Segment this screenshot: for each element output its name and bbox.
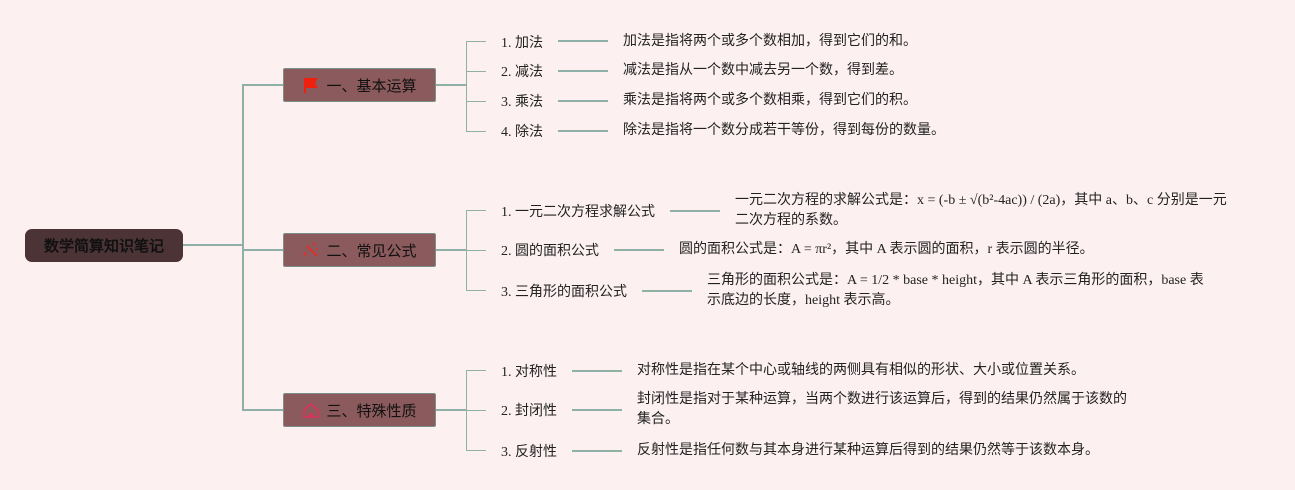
root-title: 数学简算知识笔记 — [43, 237, 164, 255]
desc-multiplication: 乘法是指将两个或多个数相乘，得到它们的积。 — [623, 93, 917, 108]
branch-title: 一、基本运算 — [326, 76, 417, 95]
house-icon — [302, 401, 320, 419]
trunk-branch-3 — [242, 409, 283, 411]
leaf-circle-area[interactable]: 2. 圆的面积公式 — [501, 244, 599, 259]
desc-division: 除法是指将一个数分成若干等份，得到每份的数量。 — [623, 123, 945, 138]
desc-connector — [642, 290, 692, 292]
branch-1-connector — [436, 84, 467, 86]
desc-connector — [572, 370, 622, 372]
desc-connector — [670, 210, 720, 212]
desc-subtraction: 减法是指从一个数中减去另一个数，得到差。 — [623, 63, 903, 78]
branch-node-special-properties[interactable]: 三、特殊性质 — [283, 393, 436, 427]
leaf-multiplication[interactable]: 3. 乘法 — [501, 95, 543, 110]
leaf-tick — [466, 131, 486, 132]
leaf-triangle-area[interactable]: 3. 三角形的面积公式 — [501, 285, 627, 300]
leaf-tick — [466, 450, 486, 451]
desc-connector — [614, 249, 664, 251]
trunk-branch-2 — [242, 249, 283, 251]
leaf-division[interactable]: 4. 除法 — [501, 125, 543, 140]
leaf-tick — [466, 290, 486, 291]
leaf-addition[interactable]: 1. 加法 — [501, 36, 543, 51]
root-connector — [183, 244, 243, 246]
trunk-branch-1 — [242, 84, 283, 86]
branch-2-connector — [436, 249, 467, 251]
branch-node-common-formulas[interactable]: 二、常见公式 — [283, 233, 436, 267]
desc-connector — [558, 100, 608, 102]
branch-title: 三、特殊性质 — [326, 401, 417, 420]
root-node[interactable]: 数学简算知识笔记 — [25, 229, 183, 262]
desc-circle-area: 圆的面积公式是：A = πr²，其中 A 表示圆的面积，r 表示圆的半径。 — [679, 242, 1094, 257]
branch-1-bracket — [466, 41, 467, 132]
trunk-line — [242, 84, 244, 411]
desc-closure: 封闭性是指对于某种运算，当两个数进行该运算后，得到的结果仍然属于该数的集合。 — [637, 392, 1127, 427]
desc-connector — [572, 450, 622, 452]
desc-addition: 加法是指将两个或多个数相加，得到它们的和。 — [623, 34, 917, 49]
leaf-tick — [466, 71, 486, 72]
leaf-tick — [466, 210, 486, 211]
branch-node-basic-operations[interactable]: 一、基本运算 — [283, 68, 436, 102]
flag-icon — [302, 76, 320, 94]
desc-quadratic-formula: 一元二次方程的求解公式是：x = (-b ± √(b²-4ac)) / (2a)… — [735, 193, 1227, 228]
desc-connector — [558, 130, 608, 132]
leaf-symmetry[interactable]: 1. 对称性 — [501, 365, 557, 380]
desc-reflexivity: 反射性是指任何数与其本身进行某种运算后得到的结果仍然等于该数本身。 — [637, 443, 1099, 458]
leaf-reflexivity[interactable]: 3. 反射性 — [501, 445, 557, 460]
leaf-tick — [466, 370, 486, 371]
magic-wand-icon — [302, 241, 320, 259]
leaf-tick — [466, 101, 486, 102]
desc-triangle-area: 三角形的面积公式是：A = 1/2 * base * height，其中 A 表… — [707, 273, 1204, 308]
desc-symmetry: 对称性是指在某个中心或轴线的两侧具有相似的形状、大小或位置关系。 — [637, 363, 1085, 378]
leaf-tick — [466, 41, 486, 42]
branch-title: 二、常见公式 — [326, 241, 417, 260]
desc-connector — [558, 40, 608, 42]
desc-connector — [558, 70, 608, 72]
branch-3-connector — [436, 409, 467, 411]
leaf-tick — [466, 410, 486, 411]
leaf-quadratic-formula[interactable]: 1. 一元二次方程求解公式 — [501, 205, 655, 220]
desc-connector — [572, 409, 622, 411]
leaf-subtraction[interactable]: 2. 减法 — [501, 65, 543, 80]
leaf-tick — [466, 250, 486, 251]
leaf-closure[interactable]: 2. 封闭性 — [501, 404, 557, 419]
